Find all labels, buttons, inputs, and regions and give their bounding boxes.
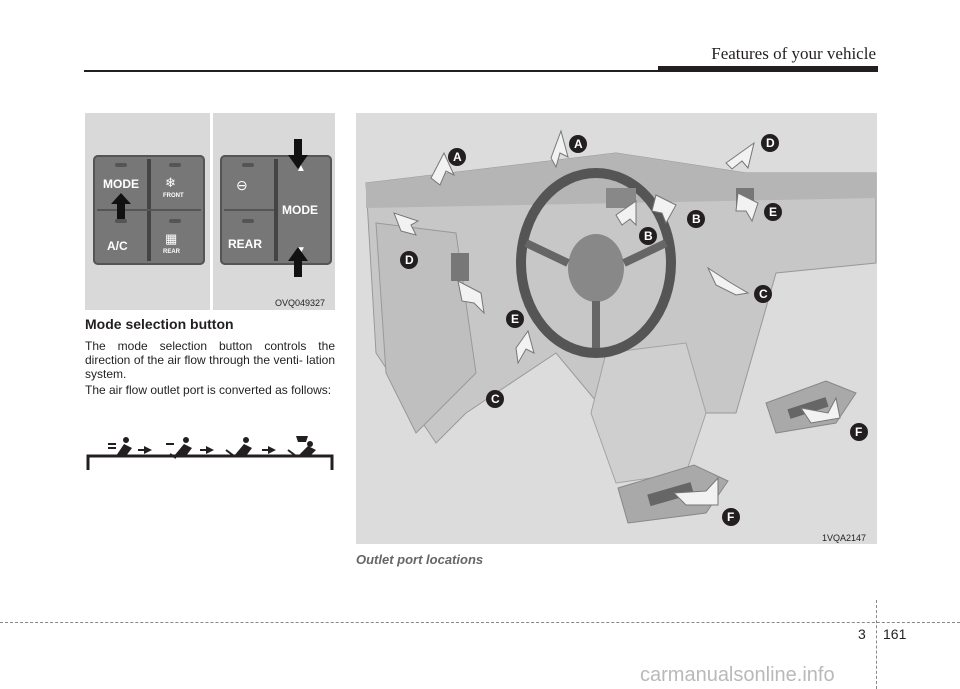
svg-text:E: E [769,205,777,219]
ac-button-label: A/C [107,239,128,253]
watermark-text: carmanualsonline.info [640,664,835,686]
steering-spokes [524,239,668,348]
page-number: 161 [883,626,907,642]
outlet-labels: A A D B B E D C E C F F [400,134,868,526]
footer-rule [0,622,960,623]
paragraph-mode-button: The mode selection button controls the d… [85,339,335,381]
press-down-arrow-icon [288,139,308,169]
bilevel-mode-icon [166,437,192,459]
svg-text:B: B [692,212,701,226]
svg-text:B: B [644,229,653,243]
svg-text:F: F [855,425,862,439]
svg-text:D: D [766,136,775,150]
side-vent-left [451,253,469,281]
floor-defrost-mode-icon [287,436,316,457]
panel-seam [274,159,278,261]
label-d-right: D [761,134,779,152]
rear-vent-right [765,380,857,434]
dashboard-illustration [365,129,877,524]
footer-divider [876,600,877,689]
chapter-number: 3 [858,626,866,642]
outlet-locations-figure: A A D B B E D C E C F F [356,113,877,544]
label-a-center: A [569,135,587,153]
header-rule [84,70,878,72]
floor-mode-icon [225,437,252,457]
recirculation-icon: ⊖ [236,177,248,193]
section-heading: Mode selection button [85,316,234,332]
rear-label-small: REAR [163,249,181,255]
figure-divider [210,113,213,310]
svg-text:A: A [453,150,462,164]
svg-text:C: C [491,392,500,406]
arrow-right-icon [138,446,152,454]
sequence-bracket [86,454,334,470]
header-rule-accent [658,66,878,72]
label-c-right: C [754,285,772,303]
press-up-arrow-icon [288,247,308,277]
panel-seam-h [224,209,274,211]
mode-sequence-diagram [86,436,334,470]
svg-text:D: D [405,253,414,267]
steering-wheel [516,168,676,358]
label-e-left: E [506,310,524,328]
indicator-led [169,163,181,167]
indicator-led [242,163,254,167]
center-vent [606,188,636,208]
front-defrost-icon: ❄ [165,175,176,190]
rear-defrost-icon: ▦ [165,231,178,246]
rear-button-label: REAR [228,237,263,251]
mode-button-figure: MODE A/C ❄ FRONT ▦ REAR ⊖ REAR MODE ▲ ▼ [85,113,335,310]
climate-panel-right: ⊖ REAR MODE ▲ ▼ [220,155,332,265]
figure-code-left: OVQ049327 [275,298,326,308]
up-triangle-icon: ▲ [296,163,306,174]
arrow-right-icon [262,446,276,454]
label-c-left: C [486,390,504,408]
figure-code-right: 1VQA2147 [822,533,867,543]
label-b-left: B [639,227,657,245]
paragraph-outlet-conversion: The air flow outlet port is converted as… [85,383,332,397]
climate-panel-left: MODE A/C ❄ FRONT ▦ REAR [93,155,205,265]
label-a-left: A [448,148,466,166]
indicator-led [115,219,127,223]
label-d-left: D [400,251,418,269]
press-arrow-icon [111,193,131,219]
label-b-right: B [687,210,705,228]
arrow-right-icon [200,446,214,454]
mode-rocker-label: MODE [282,203,318,217]
front-label: FRONT [163,193,184,199]
page-header-title: Features of your vehicle [711,44,876,63]
down-triangle-icon: ▼ [296,245,306,256]
panel-seam-h [97,209,201,211]
steering-hub [568,234,624,302]
indicator-led [169,219,181,223]
mode-button-label: MODE [103,177,139,191]
label-f-right: F [850,423,868,441]
indicator-led [115,163,127,167]
label-e-right: E [764,203,782,221]
label-f-left: F [722,508,740,526]
svg-text:C: C [759,287,768,301]
svg-text:F: F [727,510,734,524]
svg-text:E: E [511,312,519,326]
svg-text:A: A [574,137,583,151]
figure-caption: Outlet port locations [356,552,484,567]
airflow-arrows [393,129,841,506]
face-mode-icon [108,437,132,456]
indicator-led [242,219,254,223]
